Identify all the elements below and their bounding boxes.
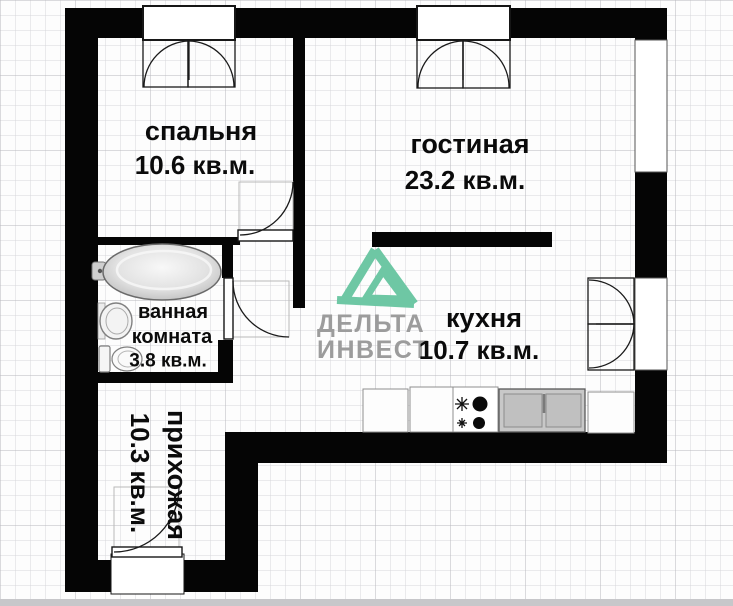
bathroom-area: 3.8 кв.м. (129, 351, 207, 372)
watermark-line2: ИНВЕСТ (317, 336, 429, 364)
kitchen-window (587, 277, 668, 371)
doors (110, 181, 294, 595)
wall-bedroom-bottom (98, 237, 240, 245)
bathroom-door (223, 277, 290, 340)
wall-kitchen-bottom (225, 432, 667, 463)
entrance-door (110, 486, 185, 595)
wall-bathroom-right-upper (222, 240, 233, 278)
bedroom-door (237, 181, 294, 242)
watermark-line1: ДЕЛЬТА (317, 310, 425, 338)
kitchen-counter-icon (362, 388, 409, 433)
living-side-window (634, 39, 668, 173)
kitchen-area: 10.7 кв.м. (419, 335, 540, 365)
kitchen-counter-icon (587, 391, 635, 434)
wall-left (65, 8, 98, 592)
bedroom-area: 10.6 кв.м. (135, 150, 256, 180)
delta-triangle-logo (336, 247, 418, 308)
toilet-icon (98, 345, 143, 373)
double-sink-icon (498, 388, 586, 433)
bathroom-name-line2: комната (132, 326, 213, 348)
bathroom-fixtures (91, 243, 222, 373)
kitchen-name: кухня (446, 303, 522, 333)
wall-living-kitchen-divider (372, 232, 552, 247)
hallway-name: прихожая (162, 410, 192, 540)
stove-4-burner-icon (452, 386, 499, 433)
windows (142, 5, 668, 371)
wash-basin-icon (97, 302, 133, 340)
living-name: гостиная (411, 129, 530, 159)
watermark: ДЕЛЬТА ИНВЕСТ (317, 247, 429, 364)
living-window (416, 5, 511, 89)
scan-edge-bottom (0, 599, 733, 606)
kitchen-counter-icon (409, 386, 454, 433)
kitchen-fixtures (362, 386, 635, 434)
living-area: 23.2 кв.м. (405, 165, 526, 195)
bathtub-icon (91, 243, 222, 301)
bedroom-window (142, 5, 236, 88)
hallway-area: 10.3 кв.м. (125, 413, 155, 534)
bedroom-name: спальня (145, 116, 257, 146)
wall-bathroom-bottom (98, 372, 233, 383)
bathroom-name-line1: ванная (138, 301, 208, 323)
wall-bedroom-living (293, 38, 305, 308)
room-labels: спальня 10.6 кв.м. гостиная 23.2 кв.м. к… (125, 116, 539, 540)
